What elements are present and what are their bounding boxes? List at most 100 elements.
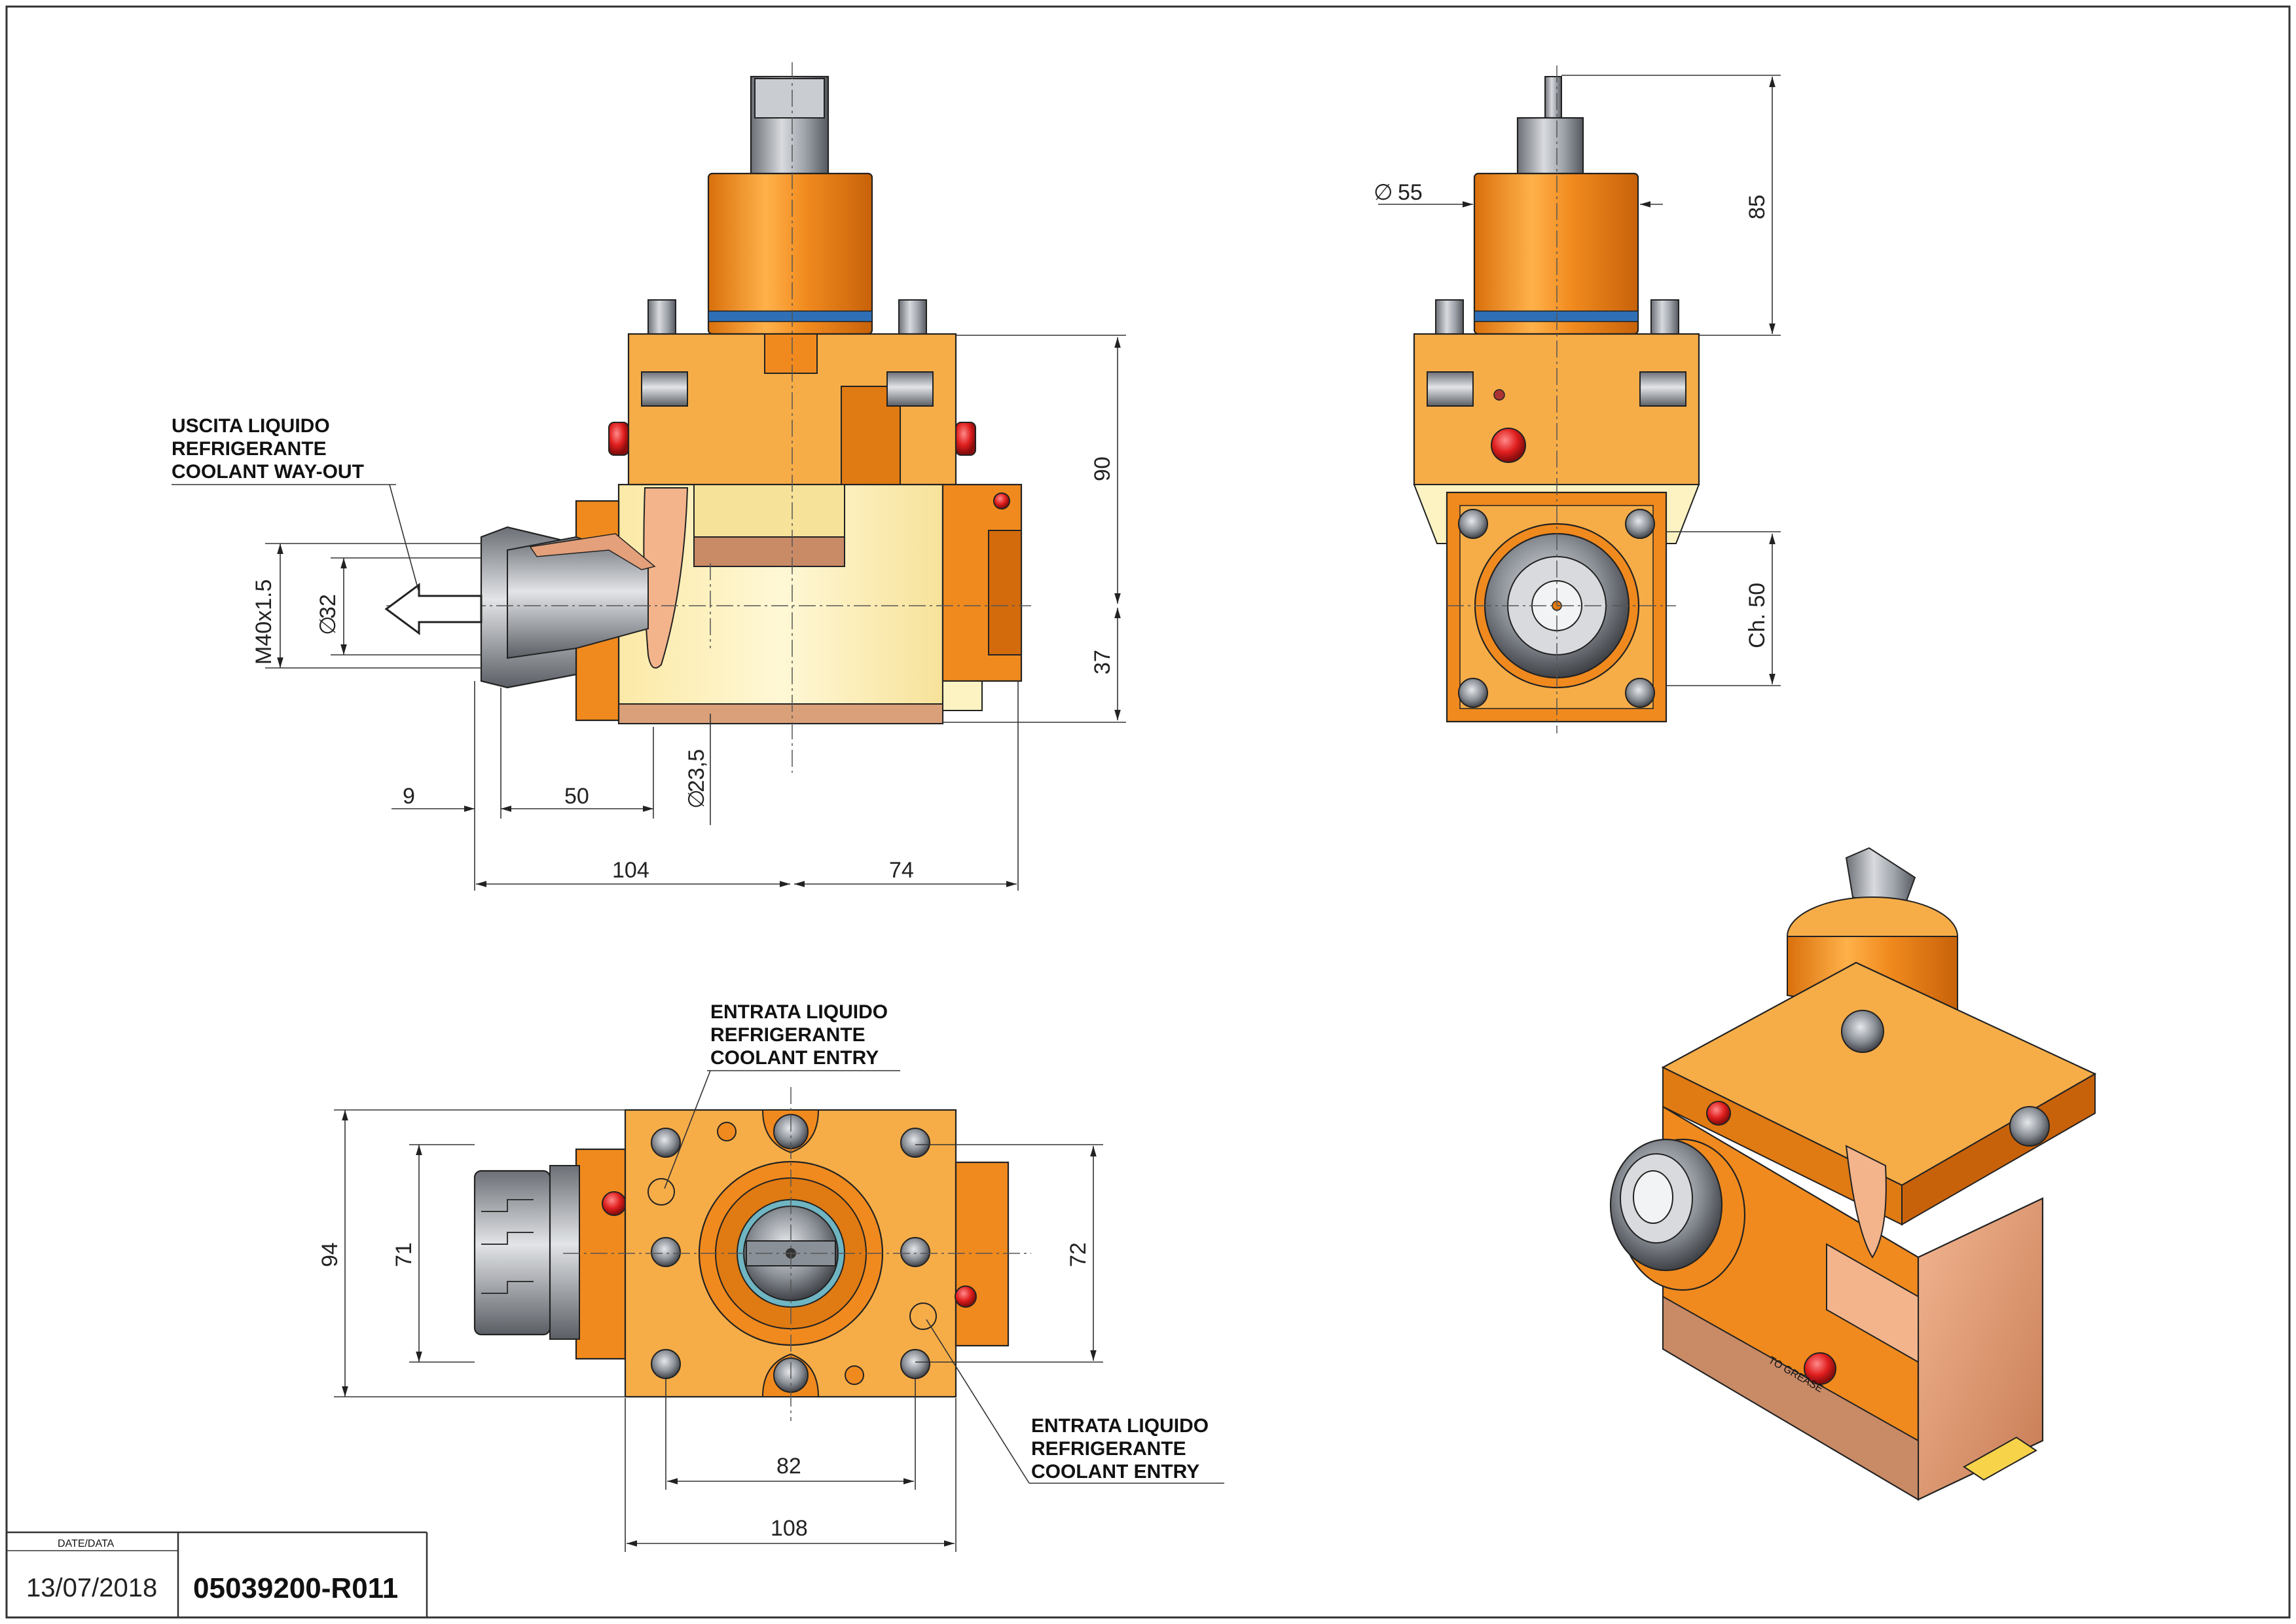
coolant-entry-bottom-line3: COOLANT ENTRY <box>1031 1461 1199 1483</box>
front-red-plug-left <box>608 422 629 456</box>
top-screw-5 <box>651 1349 681 1379</box>
top-screw-3 <box>651 1237 681 1267</box>
top-side-block <box>955 1161 1010 1347</box>
title-block-date: 13/07/2018 <box>26 1574 157 1602</box>
front-stud-right <box>898 299 927 335</box>
dim-9-text: 9 <box>403 784 415 809</box>
side-drum-oring <box>1474 310 1639 322</box>
dia-symbol-32: ∅ <box>316 616 340 635</box>
iso-red-plug-side <box>1804 1352 1836 1385</box>
top-screw-6 <box>900 1349 930 1379</box>
top-collet-ring <box>549 1165 580 1340</box>
coolant-entry-bottom-leader <box>926 1319 1030 1484</box>
coolant-out-line3: COOLANT WAY-OUT <box>172 461 364 483</box>
side-small-hole <box>1493 389 1505 401</box>
iso-collet-bore <box>1633 1170 1673 1224</box>
iso-body-side <box>1917 1197 2044 1501</box>
top-pin-hole-1 <box>717 1122 737 1141</box>
top-red-plug-right <box>955 1285 977 1308</box>
front-side-block-inner <box>988 530 1022 655</box>
coolant-out-line2: REFRIGERANTE <box>172 438 327 460</box>
front-stud-left <box>647 299 676 335</box>
coolant-entry-top-line2: REFRIGERANTE <box>710 1024 866 1046</box>
side-stud-left <box>1435 299 1464 335</box>
isometric-view: TO GREASE <box>1609 847 2097 1501</box>
iso-body-window <box>1826 1243 1919 1363</box>
iso-screw-2 <box>2009 1106 2050 1147</box>
front-drum <box>707 172 873 335</box>
side-plate-screw-tl <box>1458 509 1488 539</box>
dim-74-text: 74 <box>889 858 914 883</box>
coolant-out-line1: USCITA LIQUIDO <box>172 415 330 437</box>
dim-dia32-text: 32 <box>316 594 340 619</box>
coolant-out-arrow <box>384 583 483 635</box>
top-screw-1 <box>651 1128 681 1158</box>
dia-symbol-23: ∅ <box>684 789 709 809</box>
top-red-plug-left <box>602 1191 627 1216</box>
side-screw-left <box>1427 371 1474 407</box>
front-collet-cutaway <box>507 536 649 659</box>
title-block-code: 05039200-R011 <box>193 1572 398 1604</box>
top-screw-2 <box>900 1128 930 1158</box>
top-coolant-entry-hole-2 <box>909 1302 937 1330</box>
dim-104-text: 104 <box>612 858 649 883</box>
front-body-bottom-strip <box>618 703 943 724</box>
sheet-border <box>5 5 2291 1619</box>
coolant-entry-bottom-line1: ENTRATA LIQUIDO <box>1031 1415 1209 1437</box>
coolant-entry-bottom-line2: REFRIGERANTE <box>1031 1438 1186 1460</box>
top-collet-slots <box>481 1199 534 1294</box>
iso-red-plug <box>1706 1101 1731 1126</box>
front-body-window-shadow <box>693 536 845 567</box>
front-flange-pocket <box>764 333 818 374</box>
side-view: ∅ 55 85 Ch. 50 <box>1374 65 1781 733</box>
dim-72-text: 72 <box>1066 1242 1091 1267</box>
title-block-date-label: DATE/DATA <box>58 1538 115 1549</box>
side-stud-right <box>1650 299 1679 335</box>
coolant-entry-top-line1: ENTRATA LIQUIDO <box>710 1001 888 1023</box>
front-screw-left <box>641 371 688 407</box>
iso-screw-1 <box>1841 1010 1884 1053</box>
front-side-tab <box>942 680 983 711</box>
side-screw-right <box>1639 371 1686 407</box>
iso-body-front-lower <box>1662 1295 1919 1501</box>
dim-ch50-text: Ch. 50 <box>1745 583 1770 648</box>
top-pin-hole-2 <box>845 1365 864 1385</box>
front-red-plug-right <box>955 422 976 456</box>
front-collet-section <box>529 533 656 570</box>
top-coolant-entry-hole-1 <box>647 1178 675 1206</box>
coolant-entry-top-line3: COOLANT ENTRY <box>710 1047 879 1069</box>
iso-coolant-tube <box>1845 1145 1887 1259</box>
dim-85-text: 85 <box>1745 194 1770 219</box>
dim-94-text: 94 <box>318 1242 342 1267</box>
side-plate-screw-br <box>1625 678 1655 708</box>
dim-thread-text: M40x1.5 <box>251 580 276 665</box>
side-plate-screw-bl <box>1458 678 1488 708</box>
side-drum <box>1473 172 1639 335</box>
title-block: DATE/DATA 13/07/2018 05039200-R011 <box>7 1531 428 1617</box>
front-drum-oring <box>708 310 873 322</box>
top-collet-nut <box>473 1170 551 1336</box>
top-view: 94 71 72 82 108 ENTRATA LIQUIDO REFRIGER… <box>318 1001 1224 1552</box>
dim-90-text: 90 <box>1090 456 1115 481</box>
dia-symbol-55: ∅ <box>1374 180 1393 205</box>
dim-55-text: 55 <box>1398 180 1423 205</box>
side-plate-screw-tr <box>1625 509 1655 539</box>
dim-108-text: 108 <box>771 1516 808 1541</box>
iso-grease-pad <box>1963 1436 2037 1481</box>
dim-71-text: 71 <box>392 1242 416 1267</box>
front-shaft-flat <box>754 78 825 119</box>
front-side-plug <box>993 492 1010 509</box>
coolant-entry-top-leader <box>664 1070 711 1189</box>
front-screw-right <box>886 371 934 407</box>
front-view: M40x1.5 ∅ 32 ∅ 23,5 9 50 104 74 90 37 US… <box>172 62 1126 891</box>
dim-37-text: 37 <box>1090 650 1115 674</box>
dim-50-text: 50 <box>564 784 589 809</box>
dim-dia23-text: 23,5 <box>684 749 709 792</box>
top-screw-4 <box>900 1237 930 1267</box>
side-red-plug <box>1491 428 1526 463</box>
dim-82-text: 82 <box>776 1454 801 1479</box>
top-left-housing <box>575 1148 627 1360</box>
side-shaft <box>1516 117 1584 175</box>
coolant-out-leader <box>389 484 420 593</box>
